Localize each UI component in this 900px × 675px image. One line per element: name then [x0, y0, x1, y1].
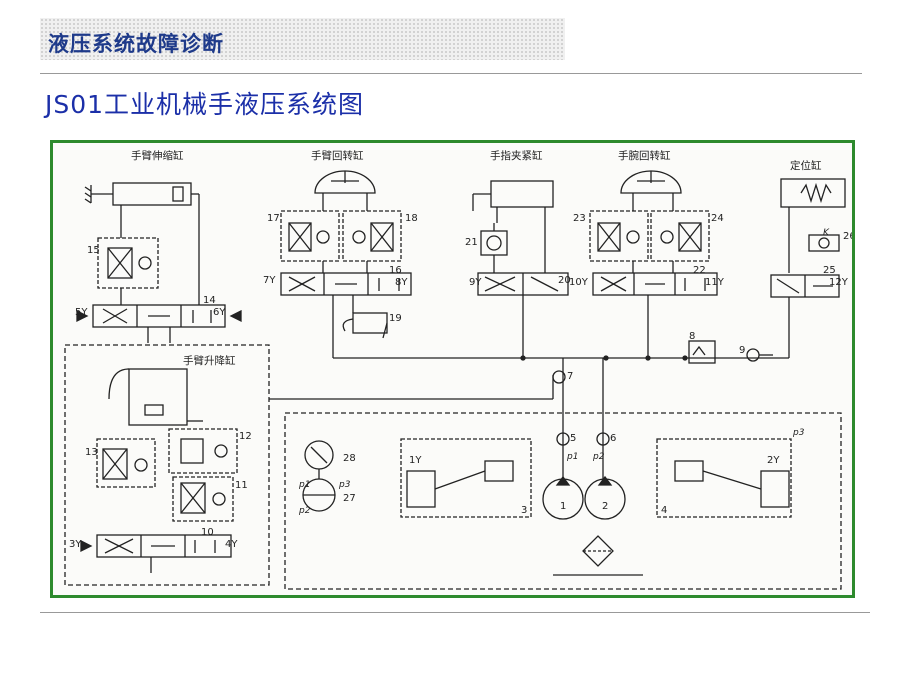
footer-divider: [40, 612, 870, 613]
positioning-cylinder: [780, 178, 846, 273]
throttle-valve-11: [172, 476, 234, 522]
valve-3: [400, 438, 532, 518]
finger-clamp-cylinder: [472, 180, 554, 273]
label-arm-lift-cylinder: 手臂升降缸: [183, 354, 236, 367]
num-17: 17: [267, 213, 280, 224]
filter: [553, 535, 643, 576]
slide-subtitle: JS01工业机械手液压系统图: [45, 90, 365, 119]
num-25: 25: [823, 265, 836, 276]
label-arm-extend-cylinder: 手臂伸缩缸: [131, 149, 184, 162]
gauge-switch-27: [302, 478, 336, 512]
hydraulic-schematic: 手臂伸缩缸 手臂回转缸 手指夹紧缸 手腕回转缸 定位缸 手臂升降缸: [64, 149, 856, 590]
label-wrist-rotate-cylinder: 手腕回转缸: [618, 149, 671, 162]
num-21: 21: [465, 237, 478, 248]
num-24: 24: [711, 213, 724, 224]
check-valve-13: [96, 438, 156, 488]
sol-2y: 2Y: [767, 455, 780, 466]
check-valve-15: [97, 223, 200, 305]
pressure-gauge-28: [304, 440, 334, 479]
wrist-rotate-cylinder: [589, 170, 710, 273]
num-2: 2: [602, 501, 608, 512]
main-pressure-line: [333, 355, 789, 361]
num-8: 8: [689, 331, 695, 342]
sol-12y: 12Y: [829, 277, 849, 288]
relief-valve-8: [688, 340, 716, 364]
label-arm-rotate-cylinder: 手臂回转缸: [311, 149, 364, 162]
num-22: 22: [693, 265, 706, 276]
title-banner: [40, 18, 565, 60]
valve-10: [80, 534, 232, 573]
valve-4: [656, 438, 792, 518]
sol-1y: 1Y: [409, 455, 422, 466]
sol-4y: 4Y: [225, 539, 238, 550]
num-27: 27: [343, 493, 356, 504]
num-6: 6: [610, 433, 616, 444]
num-28: 28: [343, 453, 356, 464]
sol-6y: 6Y: [213, 307, 226, 318]
gauge-label-p2: p2: [298, 506, 311, 516]
arm-extend-cylinder: [84, 182, 200, 223]
sol-5y: 5Y: [75, 307, 88, 318]
valve-16: [280, 272, 412, 358]
label-k: K: [823, 228, 830, 238]
accumulator-19: [342, 312, 388, 339]
sol-3y: 3Y: [69, 539, 82, 550]
num-11: 11: [235, 480, 248, 491]
valve-20: [477, 272, 569, 358]
header-divider: [40, 73, 862, 74]
num-7: 7: [567, 371, 573, 382]
arm-lift-cylinder: [108, 368, 203, 426]
hydraulic-diagram-frame: 手臂伸缩缸 手臂回转缸 手指夹紧缸 手腕回转缸 定位缸 手臂升降缸: [50, 140, 856, 598]
valve-14: [76, 304, 242, 343]
pump-2: [584, 475, 626, 520]
sol-11y: 11Y: [705, 277, 725, 288]
num-23: 23: [573, 213, 586, 224]
num-16: 16: [389, 265, 402, 276]
gauge-label-p3: p3: [338, 480, 351, 490]
sol-8y: 8Y: [395, 277, 408, 288]
balance-valve-12: [168, 428, 238, 474]
check-valve-9: [746, 348, 773, 362]
num-26: 26: [843, 231, 852, 242]
arm-lift-dashed-area: [64, 344, 270, 586]
num-4: 4: [661, 505, 667, 516]
sol-7y: 7Y: [263, 275, 276, 286]
pump-1: [542, 475, 584, 520]
num-15: 15: [87, 245, 100, 256]
num-18: 18: [405, 213, 418, 224]
slide-header-title: 液压系统故障诊断: [48, 32, 224, 56]
pump-dashed-area: [284, 412, 842, 590]
gauge-label-p1: p1: [298, 480, 310, 490]
check-valve-26: [808, 234, 840, 252]
label-p3: p3: [792, 428, 805, 438]
num-9: 9: [739, 345, 745, 356]
label-positioning-cylinder: 定位缸: [790, 159, 822, 172]
label-finger-clamp-cylinder: 手指夹紧缸: [490, 149, 543, 162]
num-5: 5: [570, 433, 576, 444]
valve-25: [770, 274, 840, 358]
num-12: 12: [239, 431, 252, 442]
num-13: 13: [85, 447, 98, 458]
label-p2: p2: [592, 452, 605, 462]
num-19: 19: [389, 313, 402, 324]
num-10: 10: [201, 527, 214, 538]
label-p1: p1: [566, 452, 578, 462]
num-3: 3: [521, 505, 527, 516]
valve-22: [592, 272, 718, 358]
sol-10y: 10Y: [569, 277, 589, 288]
sol-9y: 9Y: [469, 277, 482, 288]
num-14: 14: [203, 295, 216, 306]
num-20: 20: [558, 275, 571, 286]
arm-rotate-cylinder: [280, 170, 402, 273]
check-valve-7: [552, 370, 566, 384]
num-1: 1: [560, 501, 566, 512]
